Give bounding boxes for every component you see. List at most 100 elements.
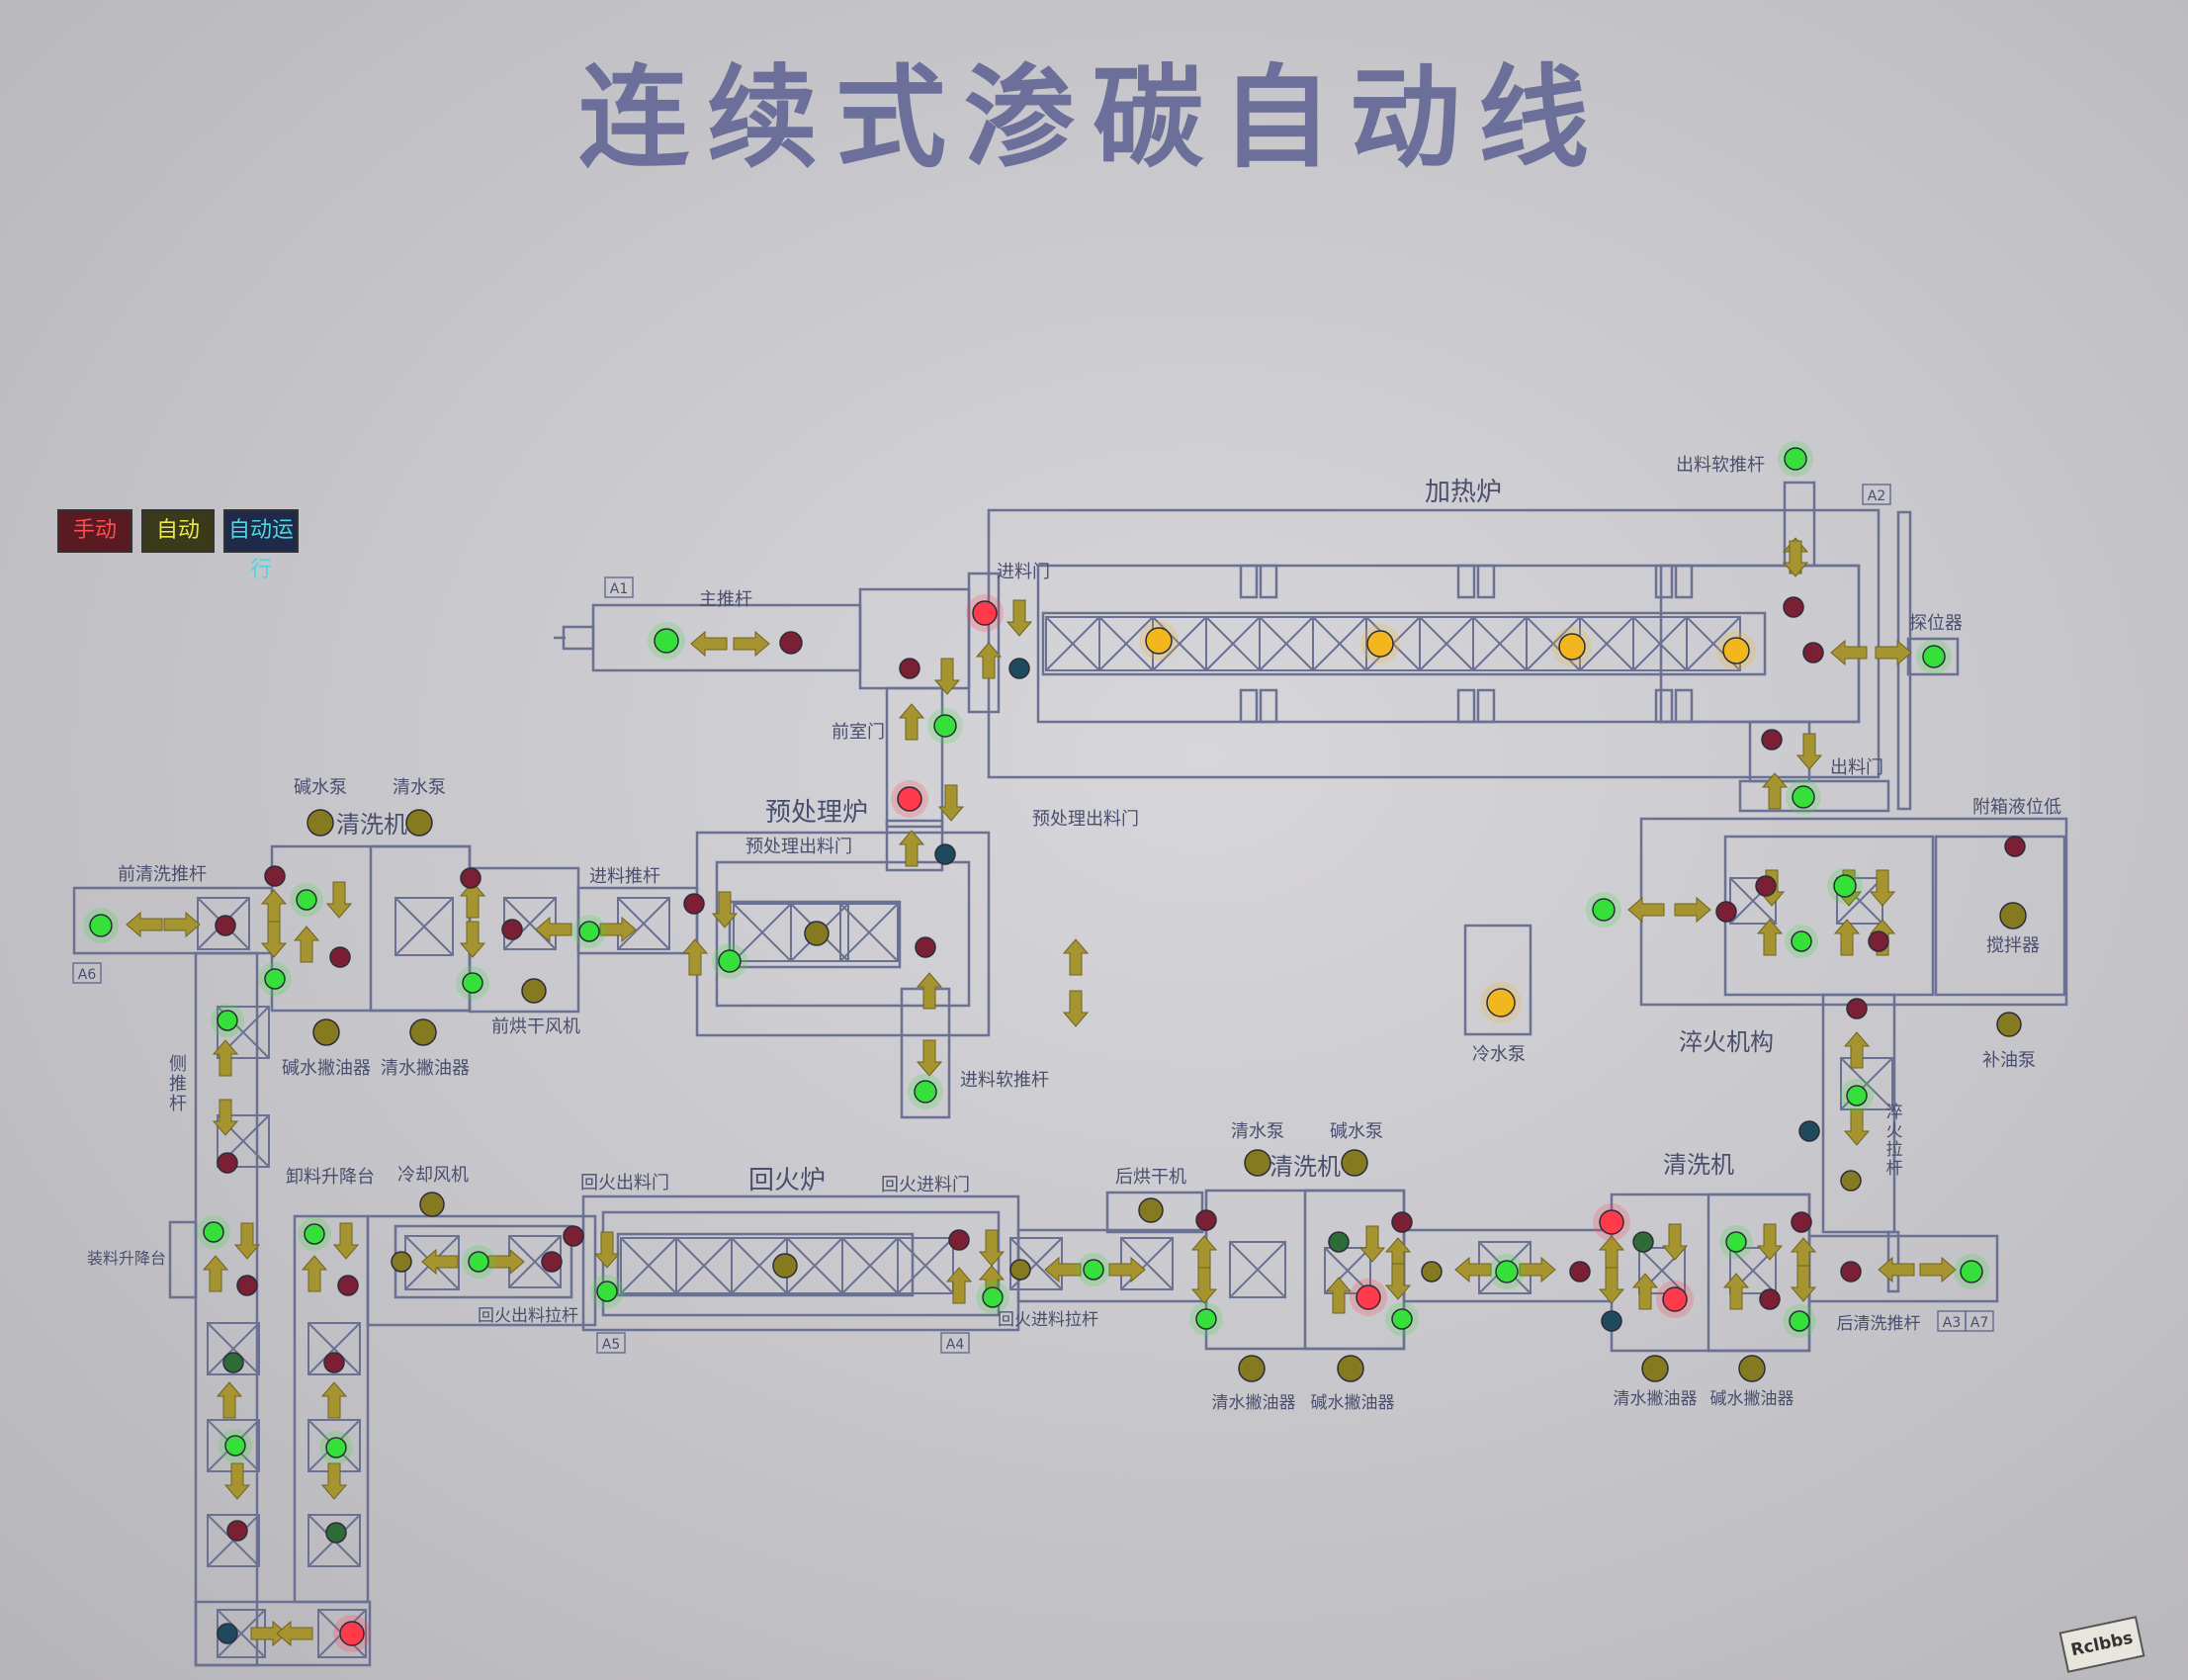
- heating-baffle-1: [1239, 564, 1259, 599]
- zone-tag: A6: [72, 962, 102, 984]
- wash-mid-b-lamp: [1195, 1308, 1217, 1330]
- alkali-pump-mid-label: 碱水泵: [1330, 1121, 1383, 1142]
- washer-left-label: 清洗机: [336, 811, 407, 839]
- mode-manual-button[interactable]: 手动: [57, 509, 132, 553]
- temper-track: [616, 1232, 915, 1297]
- wash-right-b-lamp: [1632, 1231, 1654, 1253]
- arrow-up-icon: [320, 1381, 348, 1419]
- svg-text:A7: A7: [1970, 1315, 1988, 1331]
- heating-baffle-4: [1476, 564, 1496, 599]
- front-wash-left-lamp: [89, 914, 113, 937]
- arrow-up-icon: [1843, 1031, 1871, 1069]
- conveyor-cell: [620, 1237, 677, 1294]
- arrow-up-icon: [301, 1255, 328, 1292]
- arrow-right-icon: [1875, 639, 1912, 666]
- arrow-down-icon: [1062, 990, 1090, 1027]
- unload-lift-label: 卸料升降台: [286, 1167, 375, 1188]
- arrow-down-icon: [212, 1099, 239, 1136]
- quench-col-b-lamp: [1846, 1085, 1868, 1106]
- mid-transfer-a-lamp: [1421, 1261, 1443, 1282]
- wash-left-a-lamp: [264, 865, 286, 887]
- pretreat-furnace-chamber: [715, 860, 971, 1008]
- arrow-up-icon: [1325, 1277, 1353, 1314]
- svg-text:A4: A4: [946, 1337, 965, 1353]
- lift-a-lamp: [304, 1223, 325, 1245]
- main-pusher-label: 主推杆: [699, 589, 752, 610]
- heating-baffle-10: [1476, 688, 1496, 724]
- temper-in-b-lamp: [1083, 1259, 1104, 1281]
- conveyor-cell: [307, 1322, 361, 1375]
- arrow-down-icon: [459, 921, 486, 958]
- alkali-sep-left-label: 碱水撇油器: [282, 1058, 371, 1079]
- arrow-left-icon: [690, 630, 728, 658]
- temper-in-door-label: 回火进料门: [881, 1175, 970, 1195]
- washer-right-label: 清洗机: [1663, 1151, 1734, 1179]
- arrow-down-icon: [1756, 1223, 1784, 1261]
- wash-left-b-lamp: [296, 889, 317, 911]
- alkali-pump-mid-lamp: [1341, 1149, 1368, 1177]
- lift-d-lamp: [325, 1437, 347, 1459]
- conveyor-cell: [207, 1514, 260, 1567]
- zone-tag: A2: [1862, 484, 1891, 505]
- cold-pump-label: 冷水泵: [1472, 1044, 1526, 1065]
- main-pusher-cylinder: [562, 625, 595, 651]
- lift-c-lamp: [323, 1352, 345, 1373]
- pretreat-center-lamp: [804, 921, 830, 946]
- oil-pump-lamp: [1996, 1012, 2022, 1037]
- pretreat-out-lower-lamp: [934, 843, 956, 865]
- wash-mid-c-lamp: [1328, 1231, 1350, 1253]
- arrow-up-icon: [1631, 1273, 1659, 1310]
- front-door-right-lamp: [933, 714, 957, 738]
- inlet-pusher-label: 进料推杆: [589, 866, 660, 887]
- mode-auto-run-button[interactable]: 自动运行: [223, 509, 299, 582]
- arrow-up-icon: [1761, 772, 1789, 810]
- stirrer-label: 搅拌器: [1986, 935, 2040, 956]
- arrow-left-icon: [535, 916, 572, 943]
- zone-tag: A1: [604, 576, 634, 598]
- front-door-left-lamp: [899, 658, 920, 679]
- inlet-pusher-b-lamp: [683, 893, 705, 915]
- mode-auto-button[interactable]: 自动: [141, 509, 215, 553]
- arrow-left-icon: [421, 1248, 459, 1276]
- inlet-door-top-lamp: [972, 600, 998, 626]
- heating-baffle-2: [1259, 564, 1278, 599]
- arrow-up-icon: [1598, 1235, 1625, 1273]
- heat-zone-1-lamp: [1145, 627, 1173, 655]
- lift-b-lamp: [337, 1275, 359, 1296]
- alkali-sep-left-lamp: [312, 1018, 340, 1046]
- bottom-a-lamp: [217, 1623, 238, 1644]
- side-g-lamp: [226, 1520, 248, 1542]
- arrow-up-icon: [975, 642, 1003, 679]
- outlet-door-label: 出料门: [1830, 757, 1883, 778]
- wash-right-a-lamp: [1601, 1310, 1622, 1332]
- mid-transfer-b-lamp: [1495, 1260, 1519, 1283]
- arrow-up-icon: [459, 881, 486, 919]
- inlet-soft-pusher-label: 进料软推杆: [960, 1070, 1049, 1091]
- temper-in-a-lamp: [1009, 1259, 1031, 1281]
- conveyor-cell: [1120, 1237, 1174, 1290]
- heating-furnace-track: [1041, 611, 1767, 676]
- side-d-lamp: [236, 1275, 258, 1296]
- arrow-up-icon: [898, 703, 925, 741]
- temper-c-lamp: [982, 1286, 1004, 1308]
- svg-text:A6: A6: [78, 967, 97, 983]
- arrow-left-icon: [1454, 1256, 1492, 1283]
- arrow-up-icon: [1190, 1235, 1218, 1273]
- front-dry-a-lamp: [460, 867, 481, 889]
- side-b-lamp: [217, 1152, 238, 1174]
- arrow-up-icon: [898, 830, 925, 867]
- arrow-right-icon: [733, 630, 770, 658]
- side-f-lamp: [224, 1435, 246, 1457]
- wash-mid-red-lamp: [1356, 1284, 1381, 1310]
- heating-exit-bridge: [1738, 779, 1890, 813]
- heating-exit-lock: [1748, 720, 1811, 783]
- clean-pump-left-label: 清水泵: [393, 777, 446, 798]
- quench-col-d-lamp: [1840, 1170, 1862, 1192]
- arrow-up-icon: [916, 972, 943, 1010]
- arrow-up-icon: [1062, 938, 1090, 976]
- quench-pusher-label: 淬火拉杆: [1886, 1103, 1903, 1179]
- heating-baffle-3: [1456, 564, 1476, 599]
- pretreat-furnace-label: 预处理炉: [765, 798, 868, 828]
- page-title: 连续式渗碳自动线: [578, 53, 1607, 183]
